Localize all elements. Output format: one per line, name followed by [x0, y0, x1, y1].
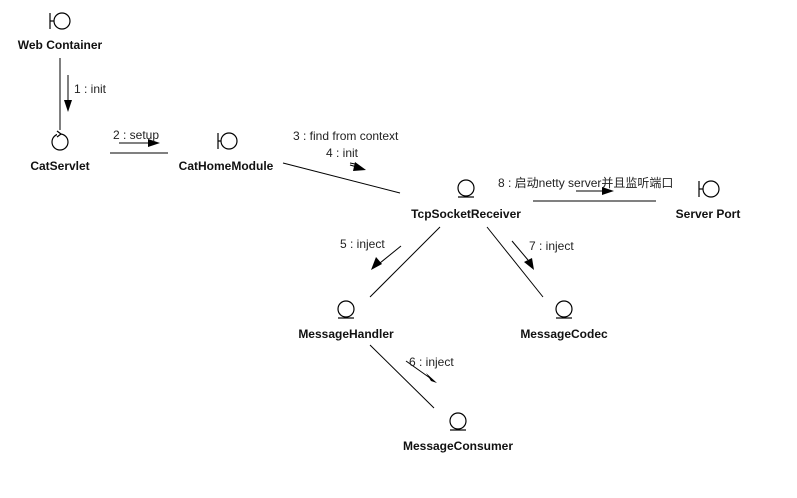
- object-label-web-container: Web Container: [18, 38, 103, 52]
- message-arrow-6: [405, 360, 437, 383]
- link-tcpsocketreceiver-messagehandler: [369, 226, 441, 298]
- message-arrow-8: [576, 187, 614, 195]
- object-label-tcpsocketreceiver: TcpSocketReceiver: [411, 207, 521, 221]
- message-label-6: 6 : inject: [409, 355, 454, 369]
- message-label-7: 7 : inject: [529, 239, 574, 253]
- message-arrow-2: [119, 139, 160, 147]
- message-arrow-3-4: [349, 162, 366, 171]
- object-label-messagehandler: MessageHandler: [298, 327, 394, 341]
- link-tcpsocketreceiver-messagecodec: [486, 226, 544, 298]
- entity-icon: [449, 412, 467, 431]
- boundary-icon: [217, 132, 238, 150]
- object-label-server-port: Server Port: [676, 207, 741, 221]
- entity-icon: [457, 179, 475, 198]
- object-label-messagecodec: MessageCodec: [520, 327, 608, 341]
- entity-icon: [337, 300, 355, 319]
- link-messagehandler-messageconsumer: [369, 344, 435, 409]
- message-label-3: 3 : find from context: [293, 129, 399, 143]
- message-label-4: 4 : init: [326, 146, 359, 160]
- message-label-1: 1 : init: [74, 82, 107, 96]
- message-label-5: 5 : inject: [340, 237, 385, 251]
- object-label-catservlet: CatServlet: [30, 159, 89, 173]
- boundary-icon: [49, 12, 71, 30]
- message-label-2: 2 : setup: [113, 128, 159, 142]
- message-arrow-5: [371, 245, 402, 270]
- object-label-cathomemodule: CatHomeModule: [179, 159, 274, 173]
- link-cathomemodule-tcpsocketreceiver: [282, 162, 401, 194]
- object-label-messageconsumer: MessageConsumer: [403, 439, 513, 453]
- message-arrow-1: [64, 75, 72, 112]
- boundary-icon: [698, 180, 720, 198]
- entity-icon: [555, 300, 573, 319]
- message-arrow-7: [511, 240, 534, 270]
- message-label-8: 8 : 启动netty server并且监听端口: [498, 176, 673, 190]
- control-icon: [51, 130, 69, 151]
